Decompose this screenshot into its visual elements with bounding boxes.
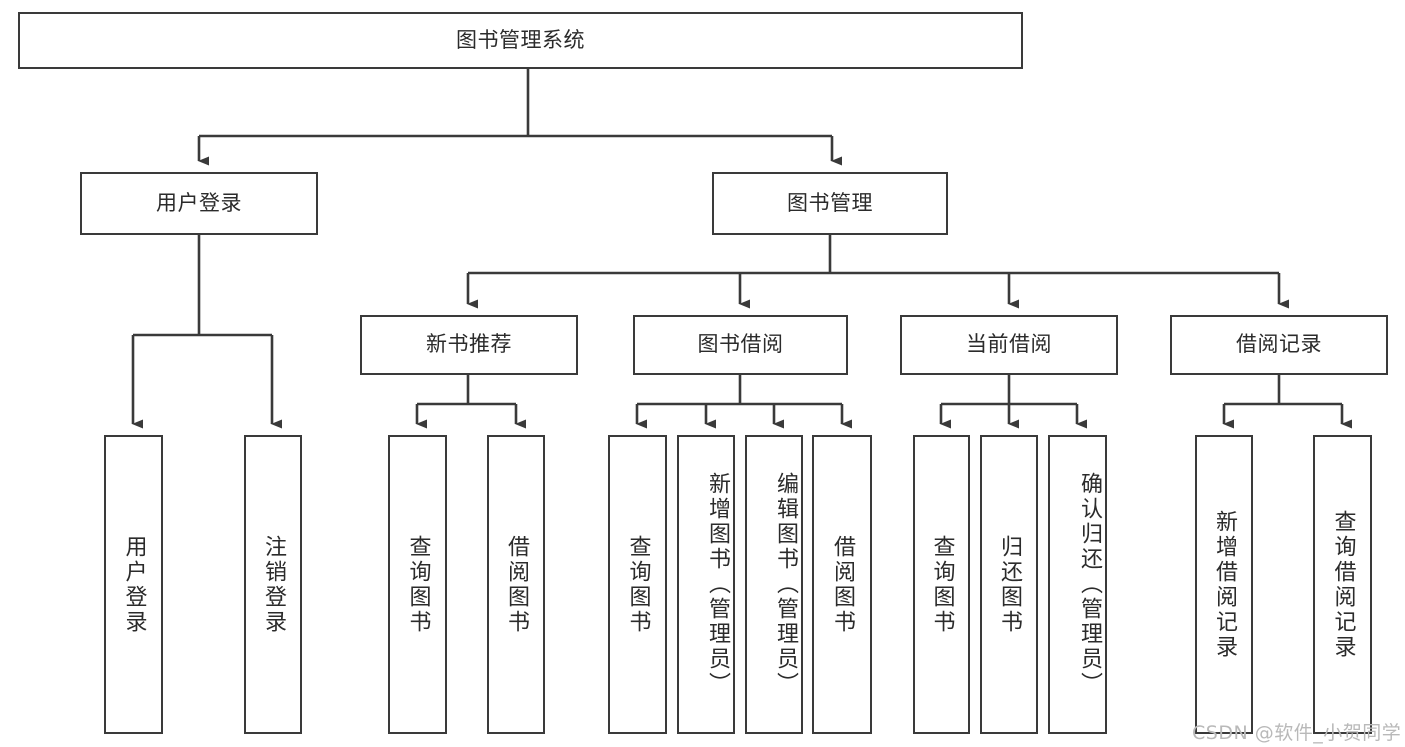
node-leaf-query-book-recommend-label: 查询图书 <box>405 534 431 635</box>
node-leaf-return-book[interactable]: 归还图书 <box>980 435 1038 734</box>
node-leaf-borrow-book-recommend-label: 借阅图书 <box>504 534 529 635</box>
node-root[interactable]: 图书管理系统 <box>18 12 1023 69</box>
node-root-label: 图书管理系统 <box>456 27 585 52</box>
node-leaf-query-borrow-record-label: 查询借阅记录 <box>1330 509 1356 660</box>
node-current-borrow-label: 当前借阅 <box>966 332 1052 357</box>
node-leaf-add-book-label: 新增图书（管理员） <box>705 472 730 697</box>
node-leaf-query-book-recommend[interactable]: 查询图书 <box>388 435 447 734</box>
node-leaf-add-book[interactable]: 新增图书（管理员） <box>677 435 735 734</box>
node-leaf-query-borrow-record[interactable]: 查询借阅记录 <box>1313 435 1372 734</box>
node-user-login-label: 用户登录 <box>156 190 242 215</box>
node-leaf-user-logout[interactable]: 注销登录 <box>244 435 302 734</box>
node-new-book-recommend-label: 新书推荐 <box>426 332 512 357</box>
node-leaf-confirm-return-label: 确认归还（管理员） <box>1077 472 1102 697</box>
node-leaf-query-book-borrow[interactable]: 查询图书 <box>608 435 667 734</box>
csdn-watermark: CSDN @软件_小贺同学 <box>1192 722 1402 744</box>
node-leaf-return-book-label: 归还图书 <box>997 534 1022 635</box>
node-leaf-query-book-current[interactable]: 查询图书 <box>913 435 970 734</box>
node-book-manage-label: 图书管理 <box>787 190 873 215</box>
node-leaf-query-book-current-label: 查询图书 <box>929 534 955 635</box>
node-borrow-record[interactable]: 借阅记录 <box>1170 315 1388 375</box>
node-leaf-query-book-borrow-label: 查询图书 <box>625 534 651 635</box>
node-new-book-recommend[interactable]: 新书推荐 <box>360 315 578 375</box>
node-leaf-user-login-label: 用户登录 <box>121 534 147 635</box>
node-leaf-borrow-book-label: 借阅图书 <box>830 534 855 635</box>
node-leaf-user-logout-label: 注销登录 <box>261 534 286 635</box>
node-leaf-add-borrow-record[interactable]: 新增借阅记录 <box>1195 435 1253 734</box>
node-borrow-record-label: 借阅记录 <box>1236 332 1322 357</box>
node-leaf-borrow-book[interactable]: 借阅图书 <box>812 435 872 734</box>
node-book-borrow-label: 图书借阅 <box>697 332 784 357</box>
node-leaf-edit-book-label: 编辑图书（管理员） <box>773 472 798 697</box>
node-leaf-user-login[interactable]: 用户登录 <box>104 435 163 734</box>
node-leaf-borrow-book-recommend[interactable]: 借阅图书 <box>487 435 545 734</box>
node-current-borrow[interactable]: 当前借阅 <box>900 315 1118 375</box>
node-book-manage[interactable]: 图书管理 <box>712 172 948 235</box>
node-leaf-edit-book[interactable]: 编辑图书（管理员） <box>745 435 803 734</box>
node-leaf-confirm-return[interactable]: 确认归还（管理员） <box>1048 435 1107 734</box>
node-user-login[interactable]: 用户登录 <box>80 172 318 235</box>
node-book-borrow[interactable]: 图书借阅 <box>633 315 848 375</box>
node-leaf-add-borrow-record-label: 新增借阅记录 <box>1212 509 1237 660</box>
